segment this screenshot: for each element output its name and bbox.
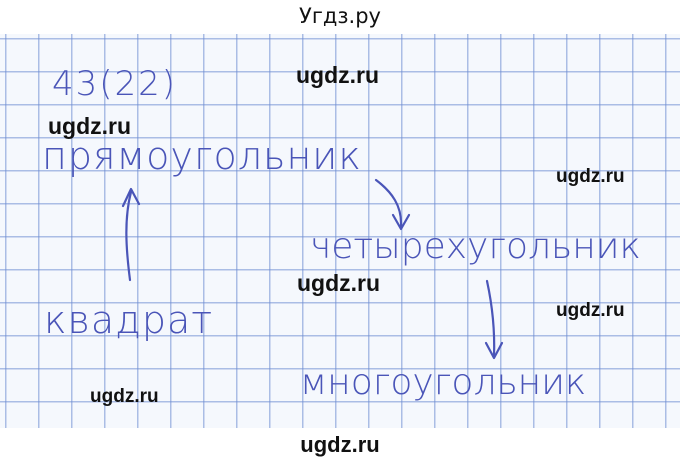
- notebook-page: 43(22) прямоугольник четырехугольник ква…: [0, 34, 680, 428]
- watermark: ugdz.ru: [556, 300, 625, 321]
- arrow-rectangle-to-quadrilateral-head: [391, 213, 411, 231]
- watermark: ugdz.ru: [48, 113, 132, 139]
- site-title: Угдз.ру: [0, 0, 680, 34]
- arrow-square-to-rectangle: [125, 190, 133, 282]
- word-square: квадрат: [44, 298, 214, 342]
- arrow-quadrilateral-to-polygon: [485, 279, 496, 358]
- watermark: ugdz.ru: [296, 62, 380, 88]
- arrow-rectangle-to-quadrilateral: [374, 178, 403, 228]
- task-number: 43(22): [52, 64, 178, 104]
- arrow-quadrilateral-to-polygon-head: [484, 341, 504, 360]
- word-rectangle: прямоугольник: [42, 134, 362, 178]
- word-polygon: многоугольник: [300, 362, 587, 403]
- watermark: ugdz.ru: [556, 166, 625, 187]
- diagram-arrows: [121, 178, 504, 360]
- watermark: ugdz.ru: [90, 386, 159, 407]
- word-quadrilateral: четырехугольник: [310, 226, 641, 267]
- footer-watermark: ugdz.ru: [0, 428, 680, 462]
- watermark: ugdz.ru: [297, 270, 381, 296]
- arrow-square-to-rectangle-head: [121, 187, 141, 208]
